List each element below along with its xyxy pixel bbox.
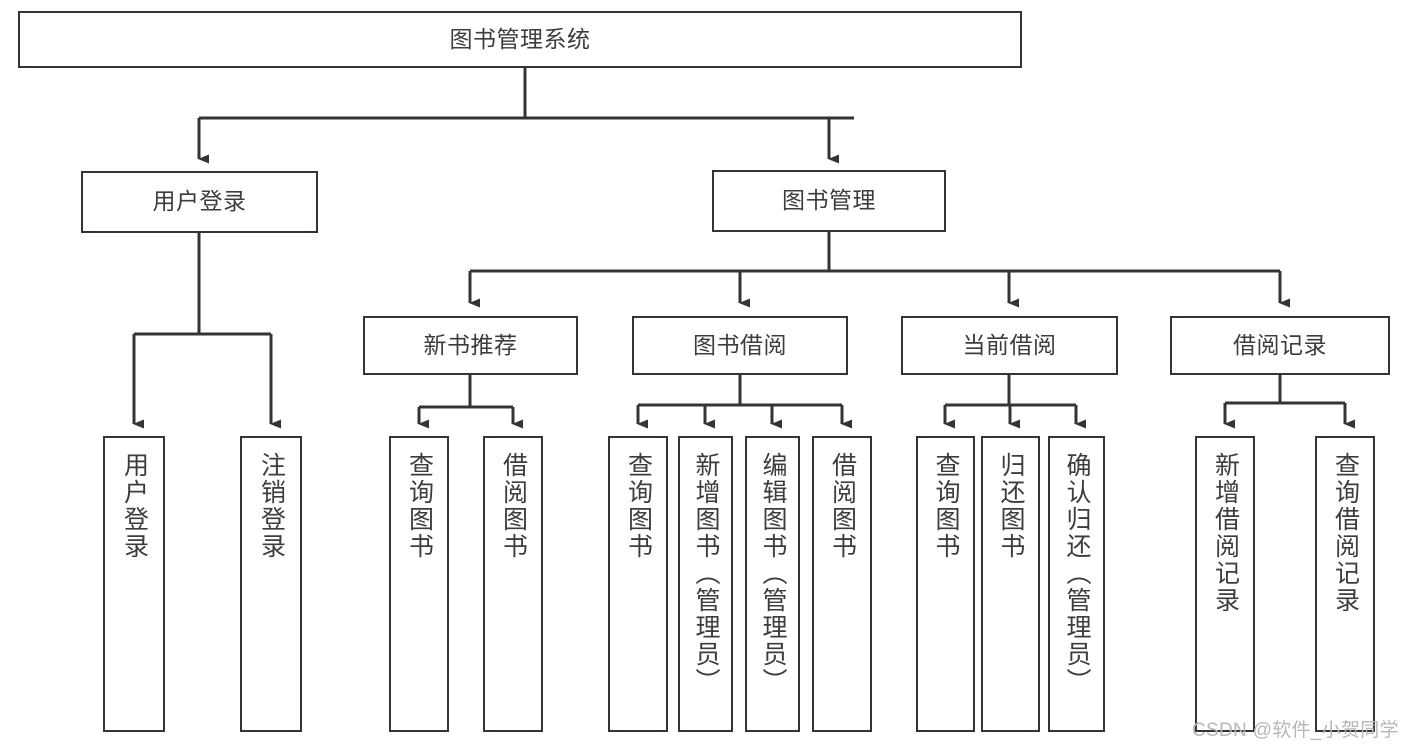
leaf-confirm-return-label: 确认归还（管理员）	[1063, 452, 1091, 695]
leaf-query-book-3-label: 查询图书	[932, 452, 960, 560]
node-book-manage[interactable]: 图书管理	[712, 170, 946, 232]
leaf-user-logout-label: 注销登录	[257, 452, 286, 560]
leaf-borrow-book-2[interactable]: 借阅图书	[812, 436, 872, 732]
node-user-login-label: 用户登录	[152, 188, 247, 215]
leaf-query-record[interactable]: 查询借阅记录	[1315, 436, 1375, 732]
leaf-borrow-book-1[interactable]: 借阅图书	[483, 436, 543, 732]
leaf-user-login[interactable]: 用户登录	[103, 436, 165, 732]
node-book-manage-label: 图书管理	[782, 187, 876, 214]
leaf-borrow-book-2-label: 借阅图书	[828, 452, 857, 560]
node-book-borrow-label: 图书借阅	[693, 331, 787, 358]
node-borrow-record-label: 借阅记录	[1233, 331, 1327, 358]
leaf-user-login-label: 用户登录	[120, 452, 149, 560]
node-new-book-recommend-label: 新书推荐	[423, 331, 518, 358]
leaf-edit-book[interactable]: 编辑图书（管理员）	[745, 436, 800, 732]
node-root-book-management-system[interactable]: 图书管理系统	[18, 11, 1022, 68]
leaf-add-record[interactable]: 新增借阅记录	[1195, 436, 1255, 732]
node-current-borrow-label: 当前借阅	[962, 331, 1057, 358]
leaf-query-book-2[interactable]: 查询图书	[608, 436, 668, 732]
leaf-query-book-1[interactable]: 查询图书	[389, 436, 449, 732]
node-borrow-record[interactable]: 借阅记录	[1170, 316, 1390, 375]
leaf-edit-book-label: 编辑图书（管理员）	[759, 452, 787, 695]
leaf-return-book-label: 归还图书	[997, 452, 1025, 560]
node-root-label: 图书管理系统	[449, 25, 591, 52]
leaf-query-book-1-label: 查询图书	[405, 452, 434, 560]
node-current-borrow[interactable]: 当前借阅	[901, 316, 1118, 375]
leaf-query-record-label: 查询借阅记录	[1331, 452, 1360, 614]
leaf-add-book[interactable]: 新增图书（管理员）	[678, 436, 733, 732]
leaf-query-book-3[interactable]: 查询图书	[916, 436, 975, 732]
node-book-borrow[interactable]: 图书借阅	[632, 316, 848, 375]
node-new-book-recommend[interactable]: 新书推荐	[363, 316, 578, 375]
leaf-query-book-2-label: 查询图书	[624, 452, 653, 560]
node-user-login[interactable]: 用户登录	[81, 171, 318, 233]
leaf-add-book-label: 新增图书（管理员）	[692, 452, 720, 695]
leaf-borrow-book-1-label: 借阅图书	[499, 452, 528, 560]
leaf-add-record-label: 新增借阅记录	[1211, 452, 1240, 614]
leaf-confirm-return[interactable]: 确认归还（管理员）	[1048, 436, 1105, 732]
leaf-user-logout[interactable]: 注销登录	[240, 436, 302, 732]
leaf-return-book[interactable]: 归还图书	[981, 436, 1040, 732]
